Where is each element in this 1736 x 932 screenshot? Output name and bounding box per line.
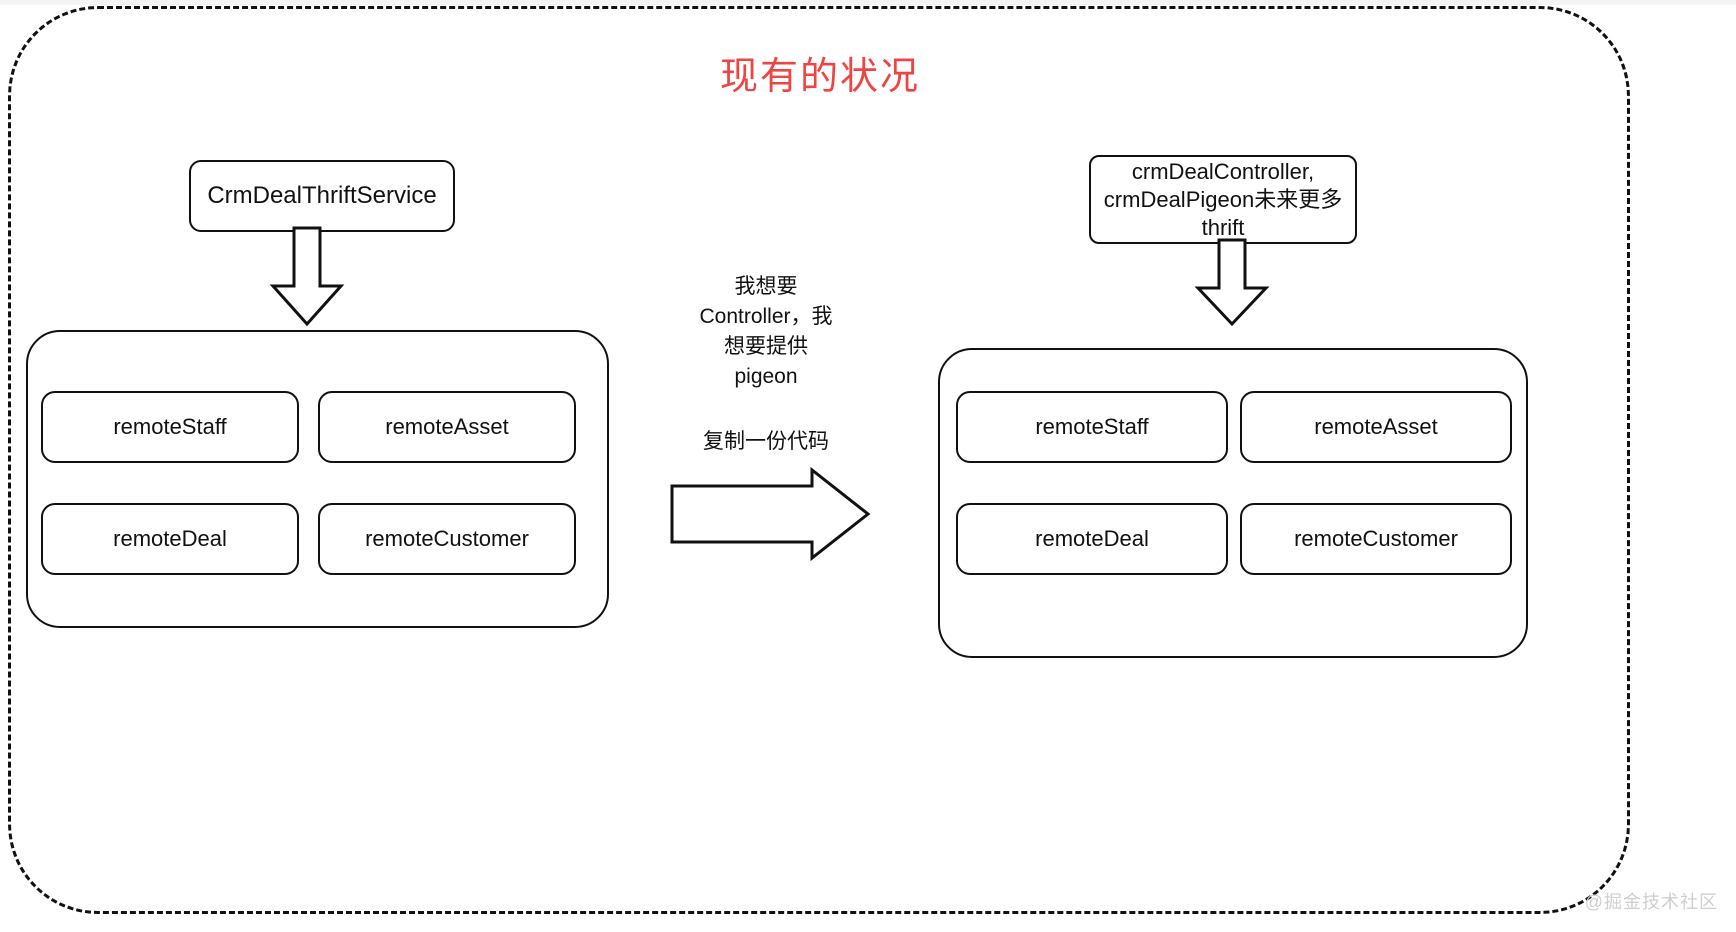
left-module-remote-asset: remoteAsset bbox=[318, 391, 576, 463]
middle-annotation-requirement: 我想要 Controller，我 想要提供 pigeon bbox=[699, 275, 833, 388]
left-module-remote-customer: remoteCustomer bbox=[318, 503, 576, 575]
left-module-remote-staff: remoteStaff bbox=[41, 391, 299, 463]
right-module-remote-deal: remoteDeal bbox=[956, 503, 1228, 575]
right-module-remote-asset: remoteAsset bbox=[1240, 391, 1512, 463]
left-module-remote-deal: remoteDeal bbox=[41, 503, 299, 575]
right-module-remote-customer: remoteCustomer bbox=[1240, 503, 1512, 575]
right-down-block-arrow-icon bbox=[1194, 238, 1270, 327]
left-service-box: CrmDealThriftService bbox=[189, 160, 455, 232]
diagram-title: 现有的状况 bbox=[719, 56, 920, 98]
left-down-block-arrow-icon bbox=[269, 226, 345, 327]
watermark: @掘金技术社区 bbox=[1584, 892, 1718, 912]
copy-right-block-arrow-icon bbox=[670, 466, 871, 562]
left-module-container bbox=[26, 330, 609, 628]
top-edge-strip bbox=[0, 0, 1736, 5]
right-service-box: crmDealController, crmDealPigeon未来更多 thr… bbox=[1089, 155, 1357, 244]
right-module-remote-staff: remoteStaff bbox=[956, 391, 1228, 463]
outer-dashed-frame bbox=[8, 6, 1630, 914]
middle-annotation-copy-code: 复制一份代码 bbox=[703, 430, 829, 453]
